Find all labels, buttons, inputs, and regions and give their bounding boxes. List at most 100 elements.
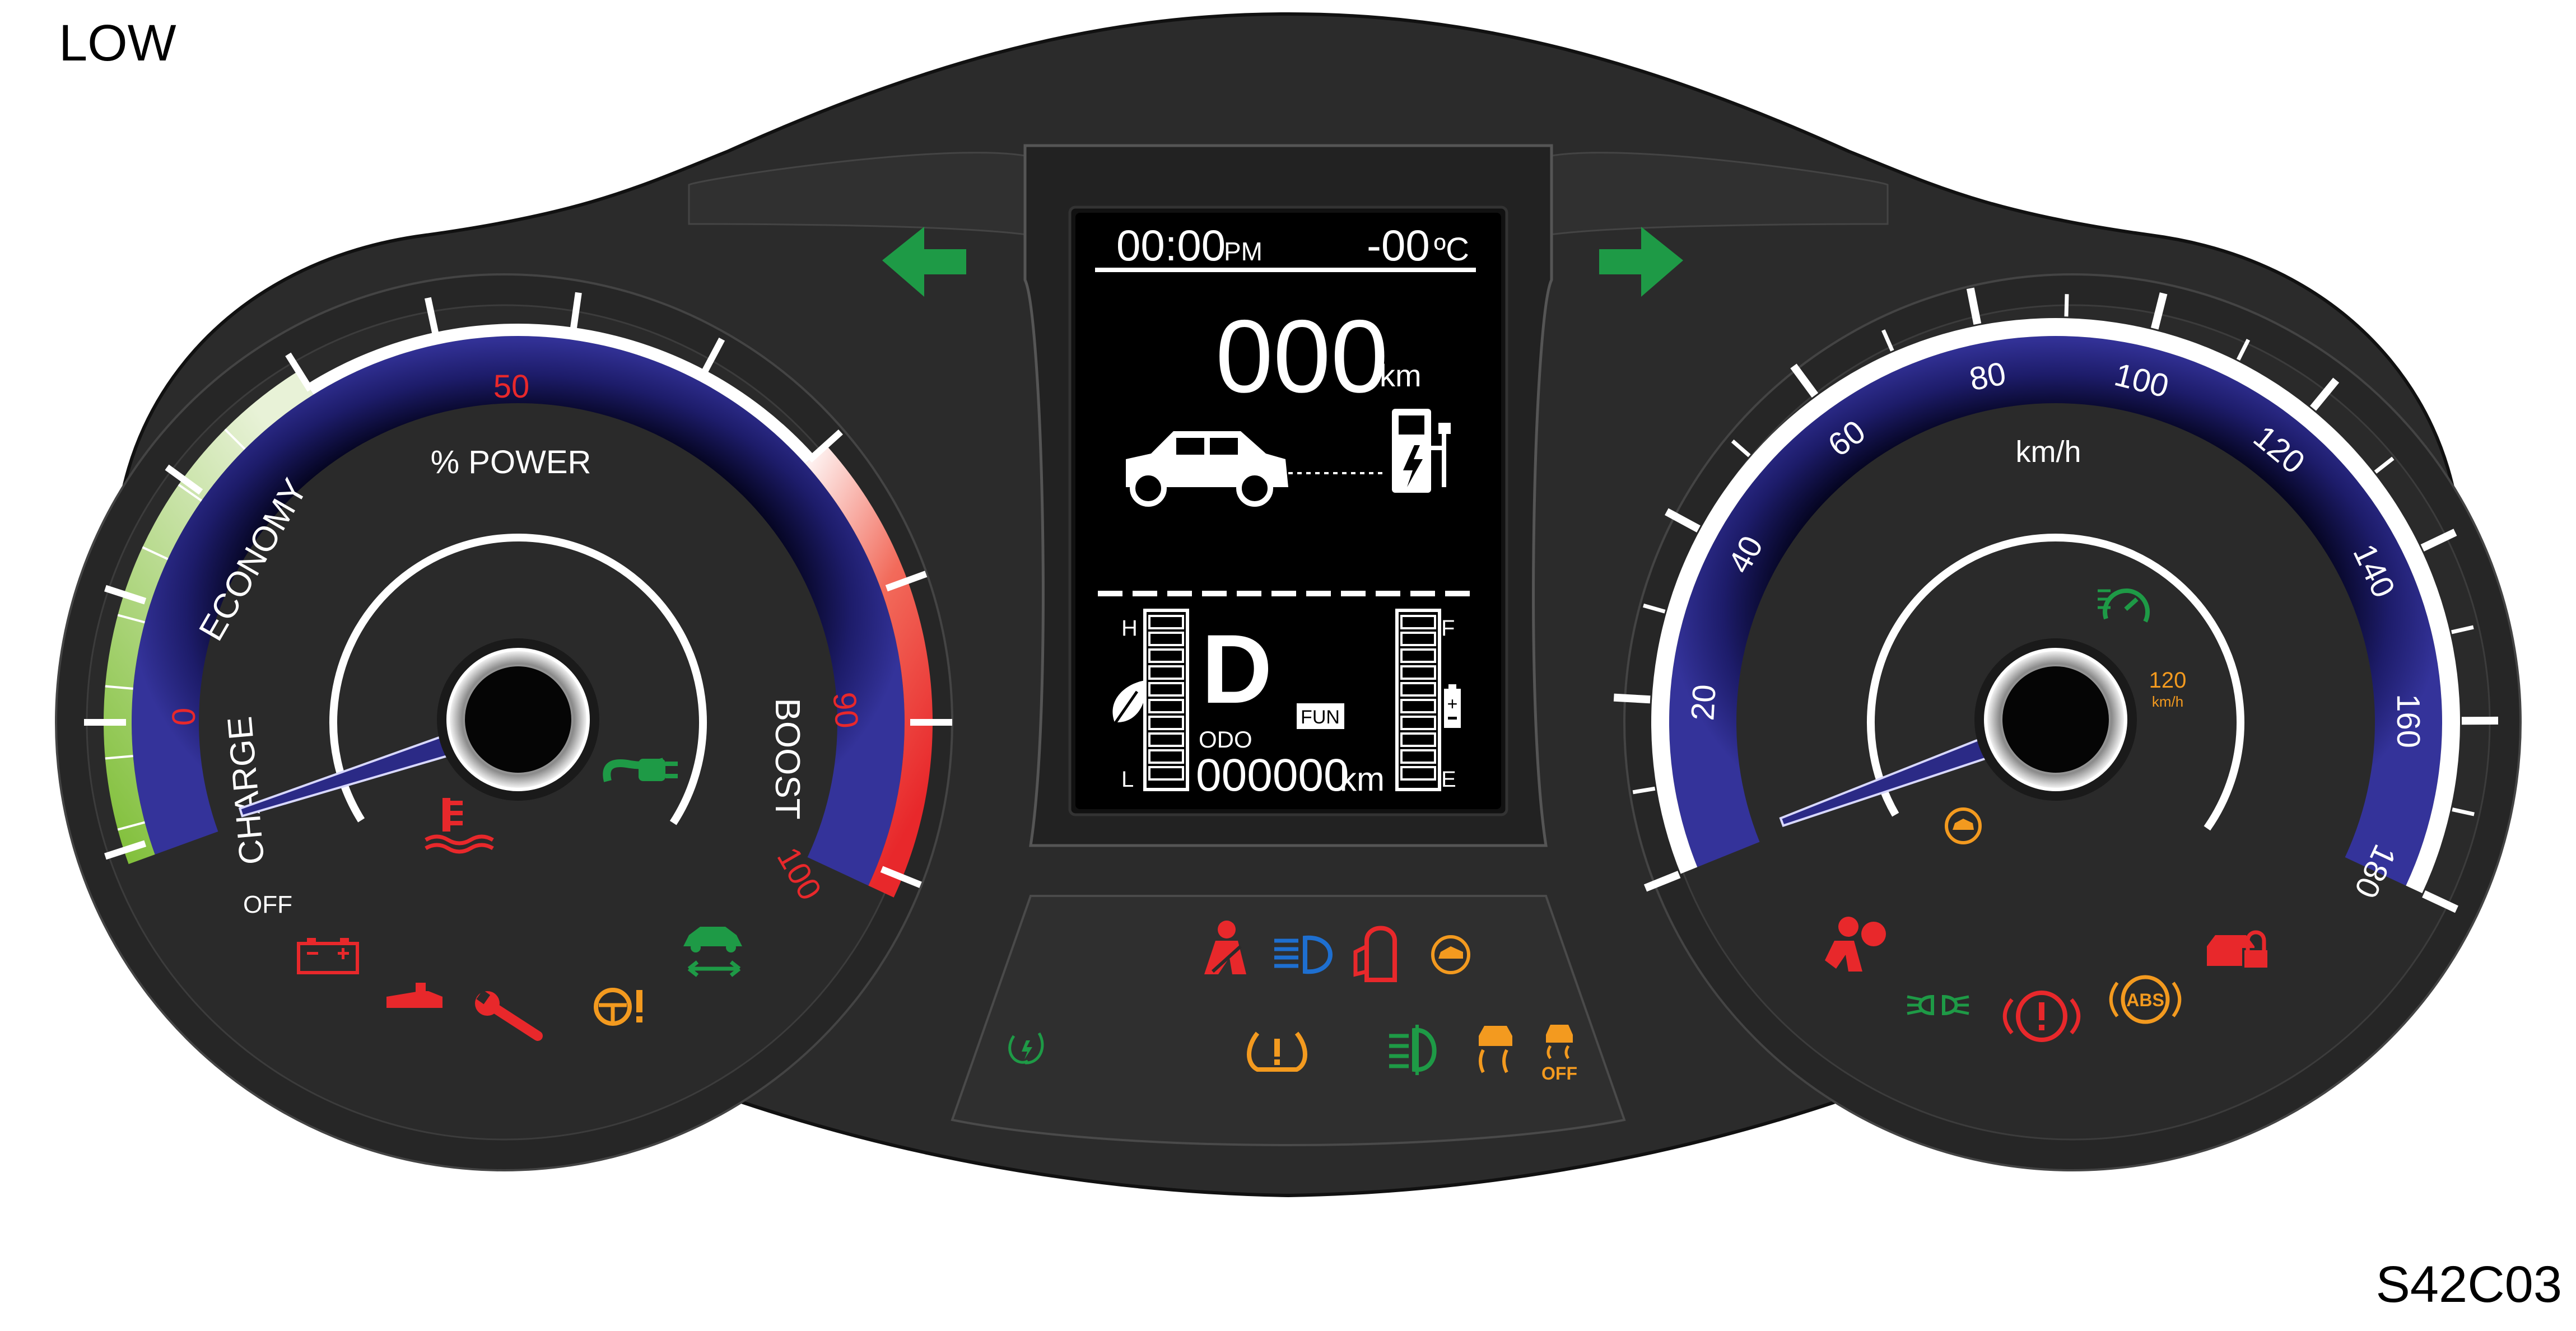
cruise-unit: km/h — [2152, 693, 2183, 710]
abs-icon: ABS — [2109, 975, 2182, 1024]
speed-ticks — [1613, 287, 2499, 913]
drive-mode-badge — [1297, 703, 1344, 729]
speed-tick-mark — [1643, 871, 1681, 892]
battery-bar-segment — [1400, 716, 1436, 730]
power-hub — [465, 666, 571, 773]
power-tick-mark — [424, 297, 440, 340]
traction-off-text: OFF — [1541, 1063, 1577, 1084]
header-divider — [1095, 268, 1476, 272]
fuel-full-label: F — [1441, 616, 1455, 641]
power-minor-tick — [142, 546, 169, 561]
speed-tick-mark — [1790, 363, 1819, 398]
drive-mode: FUN — [1301, 707, 1340, 728]
speed-tick-mark — [1731, 439, 1751, 457]
speed-tick-mark — [2064, 294, 2069, 317]
coolant-temperature-icon — [425, 798, 494, 854]
power-tick-mark — [165, 464, 203, 495]
battery-warning-icon — [297, 938, 359, 974]
speed-tick-mark — [2422, 890, 2458, 913]
speed-tick-mark — [2310, 377, 2340, 411]
power-tick-mark — [807, 429, 843, 463]
battery-charge-icon: + — [1444, 684, 1461, 728]
speed-tick-mark — [2420, 529, 2457, 552]
abs-text: ABS — [2126, 990, 2164, 1010]
hood-open-icon — [1431, 935, 1470, 974]
right-turn-arrow-icon — [1599, 227, 1683, 297]
speed-tick-mark — [2374, 456, 2395, 474]
battery-bar-meter — [1395, 609, 1441, 791]
power-tick-mark — [880, 866, 922, 888]
temperature-bar-meter — [1143, 609, 1189, 791]
power-tick-mark — [699, 337, 725, 378]
front-fog-icon — [1389, 1025, 1437, 1075]
speed-tick-mark — [2236, 339, 2251, 361]
traction-off-icon: OFF — [1541, 1025, 1577, 1084]
speed-tick-label: 160 — [2390, 694, 2426, 748]
temp-lo-label: L — [1121, 767, 1134, 792]
speed-inner-arc — [1867, 534, 2244, 831]
immobilizer-icon — [2207, 930, 2270, 970]
airbag-icon — [1825, 917, 1886, 972]
power-inner-arc — [329, 534, 707, 825]
left-turn-arrow-icon — [882, 227, 966, 297]
temp-bar-segment — [1148, 665, 1184, 680]
speed-hub — [2002, 666, 2109, 773]
odometer-unit: km — [1340, 760, 1385, 798]
battery-bar-segment — [1400, 766, 1436, 781]
auto-hold-icon — [1945, 807, 1982, 844]
center-lower-panel — [951, 895, 1626, 1146]
speed-tick-mark — [2452, 807, 2475, 816]
temp-bar-frame — [1143, 609, 1189, 791]
charging-station-icon — [1392, 409, 1451, 493]
battery-bar-frame — [1395, 609, 1441, 791]
power-minor-tick — [117, 821, 146, 831]
speed-tick-label: 80 — [1967, 355, 2009, 398]
charging-plug-icon — [603, 758, 678, 782]
power-tick-mark — [104, 840, 147, 860]
oil-pressure-icon — [386, 983, 442, 1008]
door-open-icon — [1353, 926, 1397, 982]
side-lights-icon — [1907, 994, 1969, 1016]
outside-temp: -00 — [1367, 221, 1430, 270]
odo-label: ODO — [1199, 726, 1252, 753]
power-minor-tick — [117, 614, 146, 624]
power-tick-90: 90 — [826, 690, 865, 730]
power-minor-tick — [105, 755, 133, 760]
power-tick-mark — [569, 292, 582, 335]
battery-bar-segment — [1400, 615, 1436, 629]
speed-unit: km/h — [2015, 435, 2081, 469]
power-tick-50: 50 — [493, 368, 530, 405]
range-unit: km — [1380, 358, 1422, 393]
clock-time: 00:00 — [1116, 221, 1226, 270]
temp-bar-segment — [1148, 648, 1184, 663]
power-tick-mark — [285, 352, 314, 392]
figure-code: S42C03 — [2375, 1256, 2562, 1313]
speed-tick-mark — [1881, 329, 1894, 352]
temp-bar-segment — [1148, 732, 1184, 747]
off-label: OFF — [243, 891, 292, 918]
clock-ampm: PM — [1224, 237, 1263, 266]
economy-zone — [103, 371, 314, 865]
power-tick-0: 0 — [166, 708, 202, 726]
high-beam-icon — [1274, 935, 1333, 974]
temp-bar-segment — [1148, 682, 1184, 697]
wrench-service-icon — [475, 989, 543, 1041]
gear-indicator: D — [1201, 615, 1272, 724]
speed-tick-label: 20 — [1684, 684, 1723, 722]
battery-bar-segment — [1400, 732, 1436, 747]
power-ticks — [84, 292, 952, 888]
car-icon — [1126, 431, 1288, 507]
power-tick-mark — [885, 571, 928, 592]
power-minor-tick — [178, 483, 202, 502]
power-tick-mark — [104, 585, 147, 605]
odometer-value: 000000 — [1196, 750, 1349, 801]
power-minor-tick — [105, 685, 133, 690]
steering-warning-icon — [594, 988, 642, 1026]
ready-icon — [1008, 1032, 1044, 1064]
fuel-empty-label: E — [1441, 767, 1456, 792]
temp-bar-segment — [1148, 766, 1184, 781]
temp-unit: ºC — [1434, 231, 1469, 268]
speed-band — [1669, 335, 2443, 886]
traction-control-icon — [1479, 1026, 1512, 1073]
